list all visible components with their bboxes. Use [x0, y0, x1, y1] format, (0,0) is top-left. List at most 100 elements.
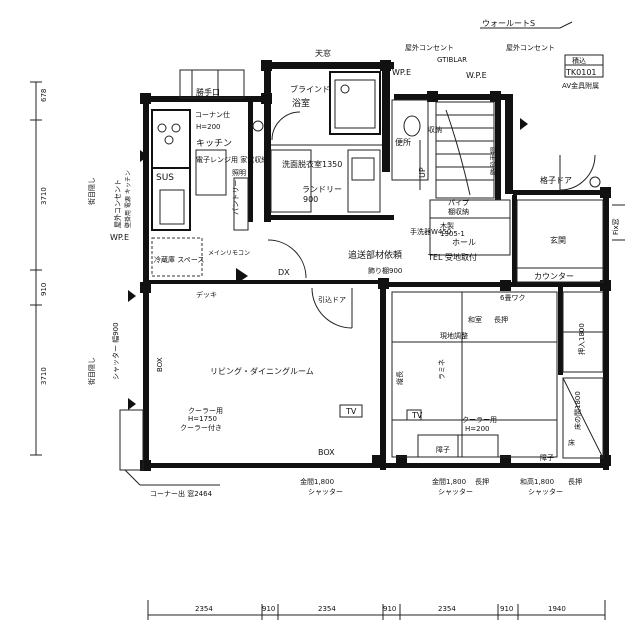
shutter-3-type: シャッター: [528, 487, 563, 496]
box-1: BOX: [156, 357, 164, 372]
fix-window-label: Fix窓: [611, 218, 620, 235]
parts-request: 追送部材依頼: [348, 249, 402, 261]
cupboard-label: パントリー: [232, 180, 240, 215]
shutter-side: シャッター 幅900: [111, 322, 120, 380]
shutter-3-label: 和高1,800: [520, 477, 554, 486]
dim-bottom-6: 910: [500, 605, 513, 613]
lamp-note: 6畳ワク: [500, 294, 525, 302]
window-lower-note: 縦長: [395, 371, 404, 385]
toko-label: 床の間1800: [573, 391, 582, 430]
cooler-1: クーラー用: [188, 407, 223, 415]
shoe-door-label: 格子ドア: [540, 175, 572, 185]
stamp-label: 積込: [572, 56, 586, 65]
bath-label: 浴室: [292, 97, 310, 109]
left-dimension-lines: 678 3710 910 3710 街目隠し 街目隠し: [30, 81, 96, 456]
shoji-1: 障子: [436, 445, 450, 454]
counter-label: カウンター: [534, 272, 574, 281]
storage-label: 収納: [428, 125, 442, 134]
nageshi-2: 長押: [568, 477, 582, 486]
dim-left-4: 3710: [40, 367, 48, 385]
box-2: BOX: [318, 448, 335, 457]
laundry-height: 900: [303, 195, 318, 204]
laundry-label: ランドリー: [302, 185, 342, 194]
washroom-label: 洗面脱衣室1350: [282, 159, 342, 169]
deck-label: デッキ: [196, 290, 217, 299]
tel-note: TEL 受地取付: [427, 252, 477, 262]
toilet-label: 便所: [395, 137, 411, 147]
kitchen-door-label: 勝手口: [196, 87, 220, 97]
hall-label: ホール: [452, 238, 476, 247]
skylight-label: 天窓: [315, 48, 331, 58]
washbasin-note: 手洗器W450: [410, 227, 451, 236]
cooler-2: クーラー用: [462, 416, 497, 424]
closet-label: 押入1800: [577, 323, 586, 355]
hall-note-2: 1305-1: [440, 230, 465, 238]
range-shelf-label: 電子レンジ用 家電収納: [196, 155, 268, 164]
gtiblar-label: GTIBLAR: [437, 56, 467, 64]
pipe-storage-label: 棚収納: [448, 207, 469, 216]
tokonoma-label: 床: [568, 438, 575, 447]
kitchen-height: H=200: [196, 123, 221, 131]
dim-bottom-3: 2354: [318, 605, 336, 613]
shutter-2-type: シャッター: [438, 487, 473, 496]
shutter-1-label: 金間1,800: [300, 477, 334, 486]
shoe-shelf: 飾り棚900: [368, 266, 402, 275]
living-label: リビング・ダイニングルーム: [210, 366, 314, 376]
av-note: AV金具附属: [562, 81, 599, 90]
shoji-2: 障子: [540, 453, 554, 462]
tv-1: TV: [345, 407, 357, 416]
dim-left-3: 910: [40, 283, 48, 296]
dim-bottom-1: 2354: [195, 605, 213, 613]
shelf-note: 現地調整: [440, 331, 468, 340]
japanese-room-label: 和室: [468, 315, 482, 324]
interior-lines: [119, 21, 625, 486]
kitchen-light: 照明: [232, 169, 246, 177]
dim-left-1: 678: [40, 89, 48, 102]
stair-up: UP: [418, 167, 427, 178]
bottom-dimension-lines: 2354 910 2354 910 2354 910 1940: [147, 600, 606, 620]
dim-left-2: 3710: [40, 187, 48, 205]
stair-note: 階段手摺: [489, 147, 498, 175]
pipe-label: パイプ: [448, 199, 469, 207]
kitchen-note: コーナン仕: [195, 110, 230, 119]
outer-walls: [143, 62, 610, 470]
outdoor-outlet-1: 屋外コンセント: [405, 43, 454, 52]
wpe-right: W.P.E: [466, 71, 487, 80]
sus-label: SUS: [156, 173, 174, 183]
kitchen-label: キッチン: [196, 138, 232, 149]
labels: ウォールートS 天窓 屋外コンセント 屋外コンセント GTIBLAR WP.E …: [110, 19, 620, 498]
tv-2: TV: [411, 411, 423, 420]
outdoor-outlet-2: 屋外コンセント: [506, 43, 555, 52]
kitchen-power: 壁掛用 電源 キッチン: [124, 170, 132, 228]
cooler-note: クーラー付き: [180, 423, 222, 432]
dim-bottom-2: 910: [262, 605, 275, 613]
entrance-label: 玄関: [550, 235, 566, 245]
dim-bottom-5: 2354: [438, 605, 456, 613]
columns: [140, 60, 611, 471]
tatami-label: ラミネ: [438, 359, 446, 380]
dim-bottom-7: 1940: [548, 605, 566, 613]
hall-note: 木製: [440, 221, 454, 230]
shutter-2-label: 金間1,800: [432, 477, 466, 486]
corner-window: コーナー出 窓2464: [150, 489, 213, 498]
dim-bottom-4: 910: [383, 605, 396, 613]
markers: [128, 118, 601, 421]
wpe-left: WP.E: [110, 233, 129, 242]
nageshi-1: 長押: [475, 477, 489, 486]
stamp-code: TK0101: [565, 68, 597, 77]
kitchen-outlet: 屋外コンセント: [113, 179, 122, 228]
cooler-1-h: H=1750: [188, 415, 217, 423]
hanger-note: 長押: [494, 315, 508, 324]
dim-side-left-2: 街目隠し: [87, 357, 96, 385]
dim-side-left-1: 街目隠し: [87, 177, 96, 205]
blind-label: ブラインド: [290, 84, 330, 94]
fridge-label: 冷蔵庫 スペース: [154, 255, 204, 264]
wpe-top: WP.E: [392, 68, 411, 77]
remote-label: メインリモコン: [208, 250, 250, 257]
door-sw-label: 引込ドア: [318, 295, 346, 304]
dx-label: DX: [278, 268, 290, 277]
cooler-2-h: H=200: [465, 425, 490, 433]
hand-note: ウォールートS: [482, 19, 535, 28]
shutter-1-type: シャッター: [308, 487, 343, 496]
